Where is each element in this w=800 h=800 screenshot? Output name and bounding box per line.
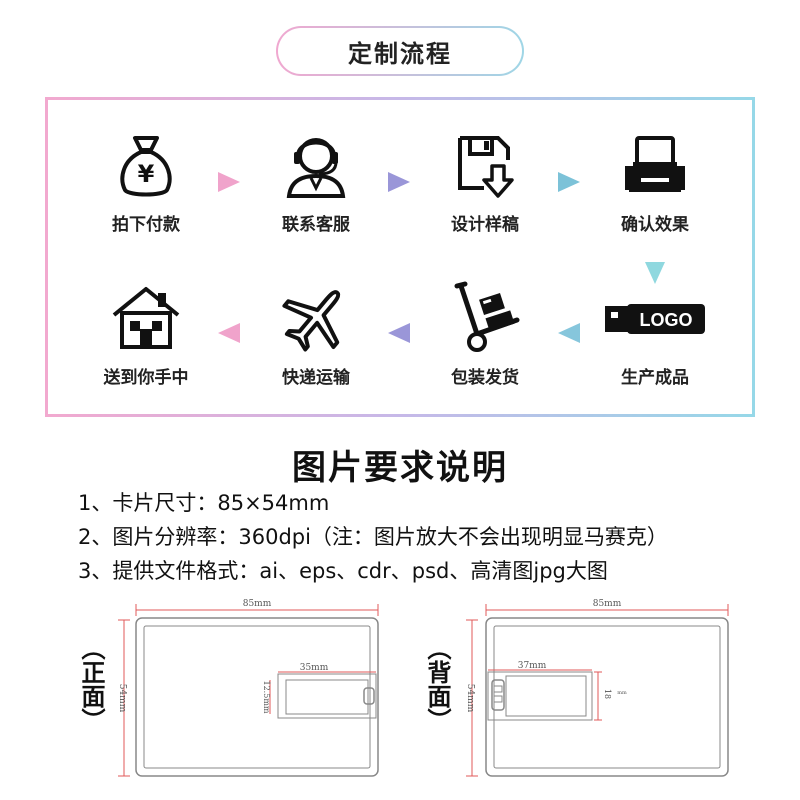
printer-icon	[585, 130, 725, 200]
step-design: 设计样稿	[415, 130, 555, 235]
svg-text:¥: ¥	[138, 160, 155, 188]
step-label: 快递运输	[282, 368, 350, 388]
process-panel	[45, 97, 755, 417]
arrow-right-icon	[388, 172, 410, 192]
money-bag-icon: ¥	[76, 130, 216, 200]
step-label: 送到你手中	[103, 368, 189, 388]
hand-truck-icon	[415, 281, 555, 353]
step-contact: 联系客服	[246, 130, 386, 235]
step-label: 联系客服	[282, 215, 350, 235]
process-title: 定制流程	[276, 26, 524, 76]
requirement-item: 1、卡片尺寸：85×54mm	[78, 491, 330, 515]
requirement-item: 3、提供文件格式：ai、eps、cdr、psd、高清图jpg大图	[78, 559, 608, 583]
step-pay: ¥ 拍下付款	[76, 130, 216, 235]
step-label: 拍下付款	[112, 215, 180, 235]
usb-logo-text: LOGO	[640, 310, 693, 330]
step-confirm: 确认效果	[585, 130, 725, 235]
step-package: 包装发货	[415, 281, 555, 388]
front-height-label: 54mm	[117, 684, 127, 713]
back-slot-height-label: 18	[603, 689, 612, 699]
front-slot-width-label: 35mm	[300, 663, 329, 673]
front-card-diagram: 85mm 54mm 35mm 12.5mm	[117, 599, 379, 777]
back-slot-width-label: 37mm	[518, 661, 547, 671]
requirement-item: 2、图片分辨率：360dpi（注：图片放大不会出现明显马赛克）	[78, 525, 668, 549]
step-label: 生产成品	[621, 368, 689, 388]
back-card-diagram: 85mm 54mm 37mm 18 mm	[465, 599, 729, 777]
customer-service-icon	[246, 130, 386, 200]
front-slot-height-label: 12.5mm	[262, 681, 271, 714]
arrow-right-icon	[558, 172, 580, 192]
back-slot-height-unit: mm	[617, 690, 627, 696]
back-label: （背面）	[422, 636, 452, 732]
front-label: （正面）	[76, 636, 106, 732]
design-save-icon	[415, 130, 555, 200]
arrow-down-icon	[645, 262, 665, 284]
step-label: 包装发货	[451, 368, 519, 388]
arrow-left-icon	[218, 323, 240, 343]
requirements-list: 1、卡片尺寸：85×54mm 2、图片分辨率：360dpi（注：图片放大不会出现…	[78, 486, 668, 588]
step-label: 设计样稿	[451, 215, 519, 235]
requirements-title: 图片要求说明	[292, 448, 508, 488]
back-height-label: 54mm	[465, 684, 475, 713]
usb-logo-icon: LOGO	[585, 283, 725, 353]
step-produce: LOGO 生产成品	[585, 283, 725, 388]
step-label: 确认效果	[621, 215, 689, 235]
front-label-text: （正面）	[77, 636, 105, 732]
house-icon	[76, 283, 216, 353]
back-width-label: 85mm	[593, 599, 622, 609]
step-deliver: 送到你手中	[76, 283, 216, 388]
back-label-text: （背面）	[423, 636, 451, 732]
arrow-left-icon	[558, 323, 580, 343]
arrow-right-icon	[218, 172, 240, 192]
step-ship: 快递运输	[246, 283, 386, 388]
front-width-label: 85mm	[243, 599, 272, 609]
arrow-left-icon	[388, 323, 410, 343]
airplane-icon	[246, 283, 386, 353]
